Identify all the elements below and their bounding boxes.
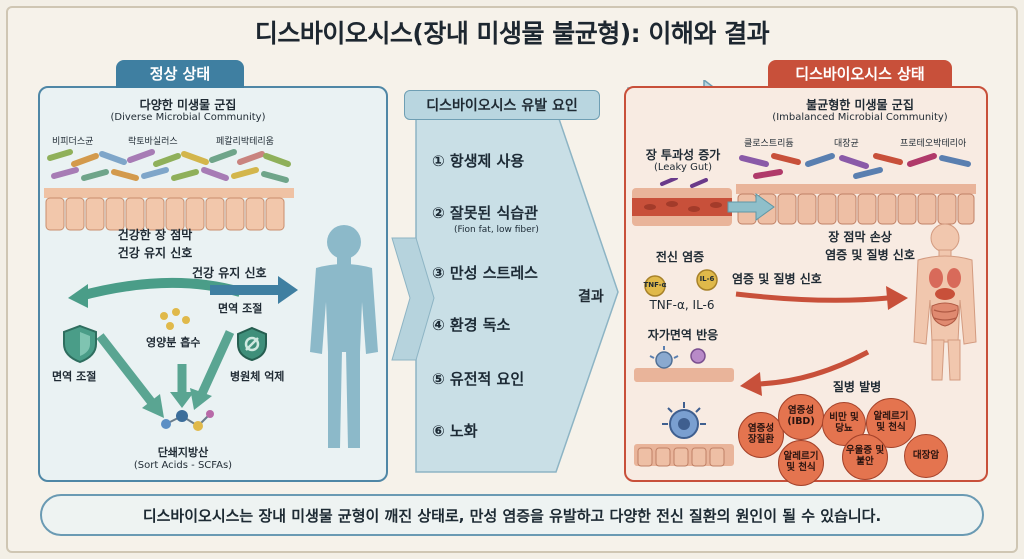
disease-onset-label: 질병 발병 bbox=[832, 380, 882, 394]
disease-bubble-allergy-2: 알레르기 및 천식 bbox=[778, 440, 824, 486]
leaky-gut-illustration bbox=[632, 178, 732, 226]
disease-arrow-left bbox=[740, 349, 870, 396]
immune-cell-illustration bbox=[634, 402, 734, 467]
nutrient-icon bbox=[160, 308, 190, 330]
summary-banner: 디스바이오시스는 장내 미생물 균형이 깨진 상태로, 만성 염증을 유발하고 … bbox=[40, 494, 984, 536]
cause-item-label: ② 잘못된 식습관 bbox=[432, 204, 538, 222]
autoimmune-label: 자가면역 반응 bbox=[647, 328, 719, 342]
bacteria-label-lacto: 락토바실러스 bbox=[128, 137, 178, 147]
page-title: 디스바이오시스(장내 미생물 불균형): 이해와 결과 bbox=[254, 19, 770, 48]
summary-text: 디스바이오시스는 장내 미생물 균형이 깨진 상태로, 만성 염증을 유발하고 … bbox=[142, 506, 882, 525]
cause-item-label: ③ 만성 스트레스 bbox=[432, 264, 538, 282]
normal-flow-arrows bbox=[68, 276, 298, 418]
bacteria-label-clostridium: 클로스트리듐 bbox=[744, 139, 794, 149]
cause-item-genetics: ⑤ 유전적 요인 bbox=[432, 368, 524, 389]
disease-bubble-ibd-colitis: 염증성 장질환 bbox=[738, 412, 784, 458]
cytokine-il6-icon-label: IL-6 bbox=[699, 275, 715, 283]
leaky-to-damage-arrow bbox=[727, 193, 775, 221]
nutrient-absorption-label: 영양분 흡수 bbox=[146, 336, 201, 349]
cause-item-stress: ③ 만성 스트레스 bbox=[432, 262, 538, 283]
signal-arrow-right bbox=[735, 286, 908, 310]
inflamed-body-figure bbox=[913, 223, 977, 381]
normal-community-subtitle: (Diverse Microbial Community) bbox=[110, 112, 266, 123]
bacteria-label-faecali: 페칼리박테리움 bbox=[216, 137, 274, 147]
disease-signal-label-top: 염증 및 질병 신호 bbox=[825, 248, 915, 262]
normal-microbiome-illustration bbox=[44, 149, 294, 231]
cause-item-label: ⑤ 유전적 요인 bbox=[432, 370, 525, 388]
healthy-body-figure bbox=[310, 225, 378, 448]
autoimmune-illustration bbox=[634, 346, 734, 382]
cause-item-label: ④ 환경 독소 bbox=[432, 316, 511, 334]
bacteria-label-bifido: 비피더스균 bbox=[52, 137, 94, 147]
scfa-label: 단쇄지방산 bbox=[157, 446, 209, 459]
cytokine-tnf-icon bbox=[644, 275, 666, 297]
cytokine-il6-icon bbox=[696, 269, 718, 291]
causes-header: 디스바이오시스 유발 요인 bbox=[404, 90, 600, 120]
cause-item-toxins: ④ 환경 독소 bbox=[432, 314, 510, 335]
cause-item-sublabel: (Fion fat, low fiber) bbox=[454, 225, 539, 235]
pathogen-suppress-icon bbox=[237, 326, 267, 362]
disease-bubble-colon-cancer: 대장암 bbox=[904, 434, 948, 478]
cytokine-tnf-icon-label: TNF-α bbox=[643, 281, 667, 289]
molecule-icon bbox=[161, 410, 214, 431]
leaky-gut-sublabel: (Leaky Gut) bbox=[653, 162, 713, 173]
bacteria-label-ecoli: 대장균 bbox=[834, 139, 859, 149]
disease-bubble-ibd: 염증성 (IBD) bbox=[778, 394, 824, 440]
cause-item-diet: ② 잘못된 식습관 (Fion fat, low fiber) bbox=[432, 202, 539, 235]
scfa-sublabel: (Sort Acids - SCFAs) bbox=[133, 460, 233, 471]
health-signal-label-right: 건강 유지 신호 bbox=[192, 266, 267, 280]
left-chevron-arrow bbox=[391, 237, 435, 361]
cause-item-label: ⑥ 노화 bbox=[432, 422, 478, 440]
disease-signal-label-mid: 염증 및 질병 신호 bbox=[732, 272, 822, 286]
cause-item-label: ① 항생제 사용 bbox=[432, 152, 525, 170]
cause-item-aging: ⑥ 노화 bbox=[432, 420, 478, 441]
mucosa-damage-label: 장 점막 손상 bbox=[828, 230, 892, 244]
cytokine-label: TNF-α, IL-6 bbox=[649, 298, 715, 312]
shield-icon bbox=[63, 324, 97, 364]
leaky-gut-label: 장 투과성 증가 bbox=[645, 148, 721, 162]
pathogen-suppression-label: 병원체 억제 bbox=[230, 370, 285, 383]
health-signal-label-left: 건강 유지 신호 bbox=[117, 246, 193, 260]
cause-item-antibiotics: ① 항생제 사용 bbox=[432, 150, 524, 171]
dysbiosis-tab: 디스바이오시스 상태 bbox=[768, 60, 952, 88]
systemic-inflammation-label: 전신 염증 bbox=[655, 250, 705, 264]
normal-community-title: 다양한 미생물 군집 bbox=[139, 98, 237, 112]
disease-bubble-depression: 우울증 및 불안 bbox=[842, 434, 888, 480]
immune-regulation-label-left: 면역 조절 bbox=[52, 370, 97, 383]
normal-tab: 정상 상태 bbox=[116, 60, 244, 88]
immune-regulation-label-right: 면역 조절 bbox=[218, 302, 263, 315]
healthy-mucosa-label: 건강한 장 점막 bbox=[117, 228, 193, 242]
bacteria-label-proteobacteria: 프로테오박테리아 bbox=[900, 139, 967, 149]
dysbiosis-community-title: 불균형한 미생물 군집 bbox=[806, 98, 914, 112]
result-label-middle: 결과 bbox=[578, 289, 604, 305]
dysbiosis-community-subtitle: (Imbalanced Microbial Community) bbox=[772, 112, 948, 123]
